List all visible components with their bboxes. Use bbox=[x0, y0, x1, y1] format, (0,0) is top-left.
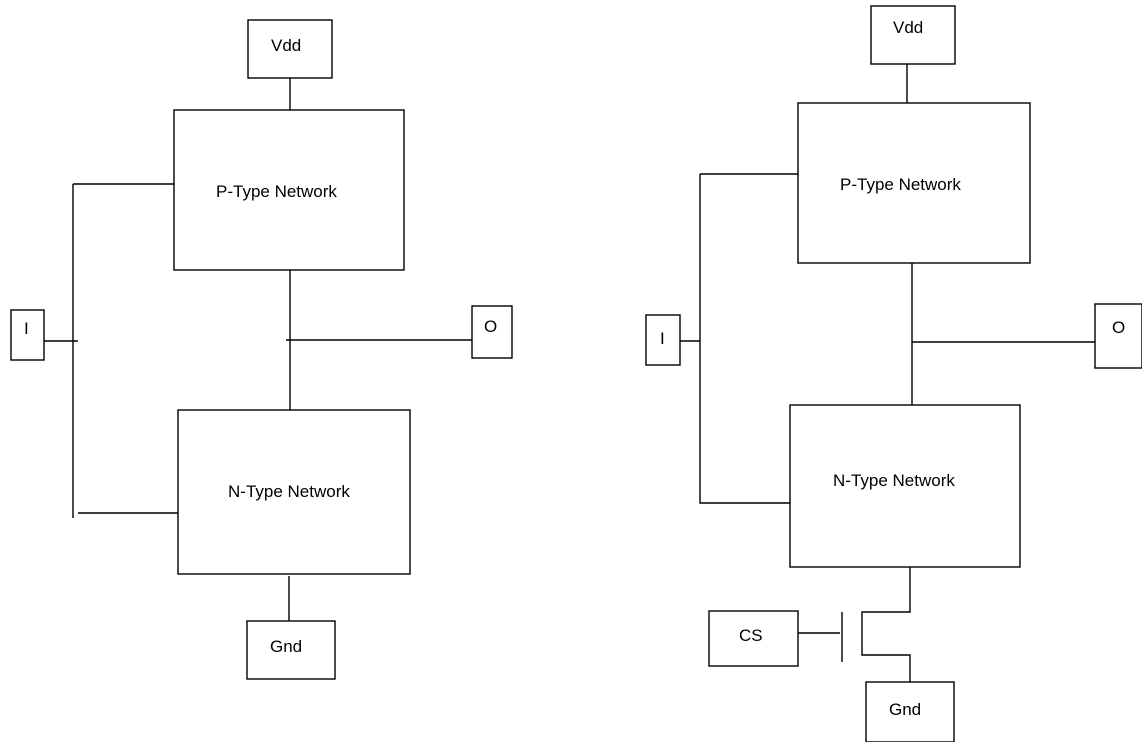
right-input-label: I bbox=[660, 329, 665, 348]
left-gnd-box bbox=[246, 620, 336, 680]
left-nnet-label: N-Type Network bbox=[228, 482, 350, 501]
left-pnet-label: P-Type Network bbox=[216, 182, 337, 201]
left-vdd-box bbox=[247, 19, 333, 79]
left-gnd-label: Gnd bbox=[270, 637, 302, 656]
left-output-label: O bbox=[484, 317, 497, 336]
right-output-label: O bbox=[1112, 318, 1125, 337]
right-cs-box bbox=[708, 610, 799, 667]
right-nnet-box bbox=[789, 404, 1021, 568]
right-pnet-label: P-Type Network bbox=[840, 175, 961, 194]
left-pnet-box bbox=[173, 109, 405, 271]
right-pnet-box bbox=[797, 102, 1031, 264]
right-nnet-label: N-Type Network bbox=[833, 471, 955, 490]
right-gnd-label: Gnd bbox=[889, 700, 921, 719]
right-circuit: Vdd P-Type Network I O N-Type Network CS… bbox=[645, 5, 1142, 742]
left-input-label: I bbox=[24, 319, 29, 338]
left-nnet-box bbox=[177, 409, 411, 575]
left-vdd-label: Vdd bbox=[271, 36, 301, 55]
right-cs-label: CS bbox=[739, 626, 763, 645]
left-circuit: Vdd P-Type Network I O N-Type Network Gn… bbox=[10, 19, 513, 680]
right-vdd-label: Vdd bbox=[893, 18, 923, 37]
left-output-box bbox=[471, 305, 513, 359]
right-input-box bbox=[645, 314, 681, 366]
right-gnd-box bbox=[865, 681, 955, 742]
right-input-bus bbox=[699, 173, 798, 504]
left-input-box bbox=[10, 309, 45, 361]
left-input-bus bbox=[72, 183, 175, 518]
right-nnet-bottom-wire bbox=[861, 566, 911, 682]
right-output-box bbox=[1094, 303, 1142, 369]
right-vdd-box bbox=[870, 5, 956, 65]
